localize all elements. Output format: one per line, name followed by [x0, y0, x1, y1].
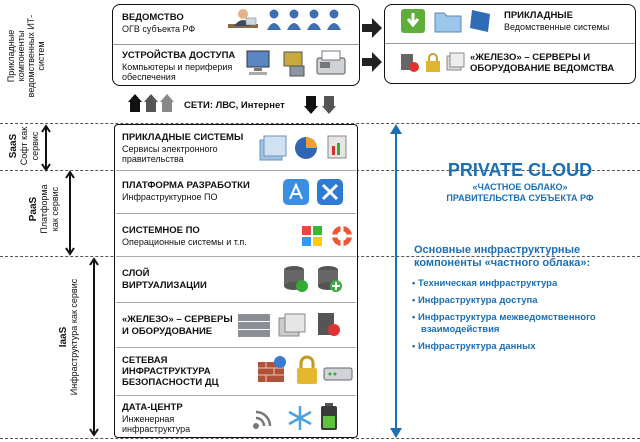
top-section-label: Прикладные компоненты ведомственных ИТ-с…	[6, 14, 46, 98]
right-apps-sub: Ведомственные системы	[504, 22, 610, 32]
padlock-icon	[426, 53, 440, 72]
right-arrow-top-icon	[362, 18, 382, 38]
computer-icon	[246, 50, 270, 75]
router-icon	[323, 367, 353, 381]
tools-icon	[317, 179, 343, 205]
officer-icon	[228, 9, 258, 28]
right-hw-title-2: ОБОРУДОВАНИЕ ВЕДОМСТВА	[470, 63, 615, 74]
stack-row-network-security: СЕТЕВАЯ ИНФРАСТРУКТУРА БЕЗОПАСНОСТИ ДЦ	[116, 347, 356, 395]
iaas-range-arrow	[89, 257, 99, 437]
up-arrows-icon	[128, 94, 174, 112]
stack-row-datacenter: ДАТА-ЦЕНТР Инженерная инфраструктура	[116, 395, 356, 438]
components-title-2: компоненты «частного облака»:	[414, 257, 591, 269]
database-check-icon	[284, 266, 308, 292]
battery-icon	[321, 403, 337, 430]
documents-pile-icon	[278, 313, 306, 337]
wireless-icon	[253, 410, 272, 429]
windows-logo-icon	[302, 226, 322, 246]
paas-range-arrow	[65, 170, 75, 256]
stack-row-apps: ПРИКЛАДНЫЕ СИСТЕМЫ Сервисы электронного …	[122, 132, 244, 164]
workstation-icon	[283, 51, 305, 77]
agency-title: ВЕДОМСТВО	[122, 12, 184, 23]
access-title: УСТРОЙСТВА ДОСТУПА	[122, 50, 236, 61]
documents-icon	[470, 10, 490, 32]
server-rack-icon	[238, 314, 270, 337]
fax-icon	[316, 50, 346, 75]
component-item-3: • Инфраструктура межведомственного	[412, 312, 596, 323]
right-hw-title-1: «ЖЕЛЕЗО» – СЕРВЕРЫ И	[470, 52, 591, 63]
paas-label: PaaS Платформа как сервис	[28, 184, 60, 234]
security-lock-icon	[297, 355, 317, 384]
component-item-3-cont: взаимодействия	[421, 324, 500, 335]
cloud-scope-arrow	[390, 124, 402, 438]
folder-icon	[434, 12, 462, 33]
pie-chart-icon	[295, 137, 317, 159]
cloud-title: PRIVATE CLOUD	[447, 160, 593, 180]
access-sub-2: обеспечения	[122, 72, 176, 82]
server-error-icon	[318, 313, 340, 336]
reports-icon	[327, 135, 347, 159]
users-group-icon	[267, 9, 341, 30]
app-store-icon	[283, 179, 309, 205]
right-arrow-bottom-icon	[362, 52, 382, 72]
firewall-icon	[258, 356, 286, 382]
download-icon	[401, 9, 425, 33]
divider-saas-top	[0, 123, 640, 124]
down-arrows-icon	[304, 96, 336, 114]
stack-row-dev: ПЛАТФОРМА РАЗРАБОТКИ Инфраструктурное ПО	[116, 170, 356, 213]
stack-row-virtualization: СЛОЙ ВИРТУАЛИЗАЦИИ	[116, 256, 356, 302]
divider-bottom	[0, 438, 640, 439]
cloud-sub-1: «ЧАСТНОЕ ОБЛАКО»	[472, 182, 568, 192]
component-item-1: • Техническая инфраструктура	[412, 278, 558, 289]
database-add-icon	[318, 266, 342, 292]
stack-row-system: СИСТЕМНОЕ ПО Операционные системы и т.п.	[116, 213, 356, 256]
networks-label: СЕТИ: ЛВС, Интернет	[184, 100, 285, 111]
agency-box	[112, 4, 360, 86]
cloud-stack	[114, 124, 358, 438]
right-apps-title: ПРИКЛАДНЫЕ	[504, 10, 573, 21]
iaas-label: IaaS Инфраструктура как сервис	[58, 278, 79, 396]
cooling-icon	[288, 406, 312, 430]
cloud-sub-2: ПРАВИТЕЛЬСТВА СУБЪЕКТА РФ	[446, 193, 594, 203]
server-shield-icon	[401, 54, 419, 72]
access-sub-1: Компьютеры и периферия	[122, 62, 233, 72]
component-item-2: • Инфраструктура доступа	[412, 295, 538, 306]
stack-row-hardware: «ЖЕЛЕЗО» – СЕРВЕРЫ И ОБОРУДОВАНИЕ	[116, 302, 356, 347]
component-item-4: • Инфраструктура данных	[412, 341, 536, 352]
app-windows-icon	[259, 135, 287, 161]
components-title-1: Основные инфраструктурные	[414, 244, 581, 256]
saas-range-arrow	[41, 124, 51, 172]
lifebuoy-icon	[332, 226, 352, 246]
saas-label: SaaS Софт как сервис	[8, 126, 40, 166]
documents-stack-icon	[446, 52, 465, 71]
agency-sub: ОГВ субъекта РФ	[122, 24, 196, 34]
